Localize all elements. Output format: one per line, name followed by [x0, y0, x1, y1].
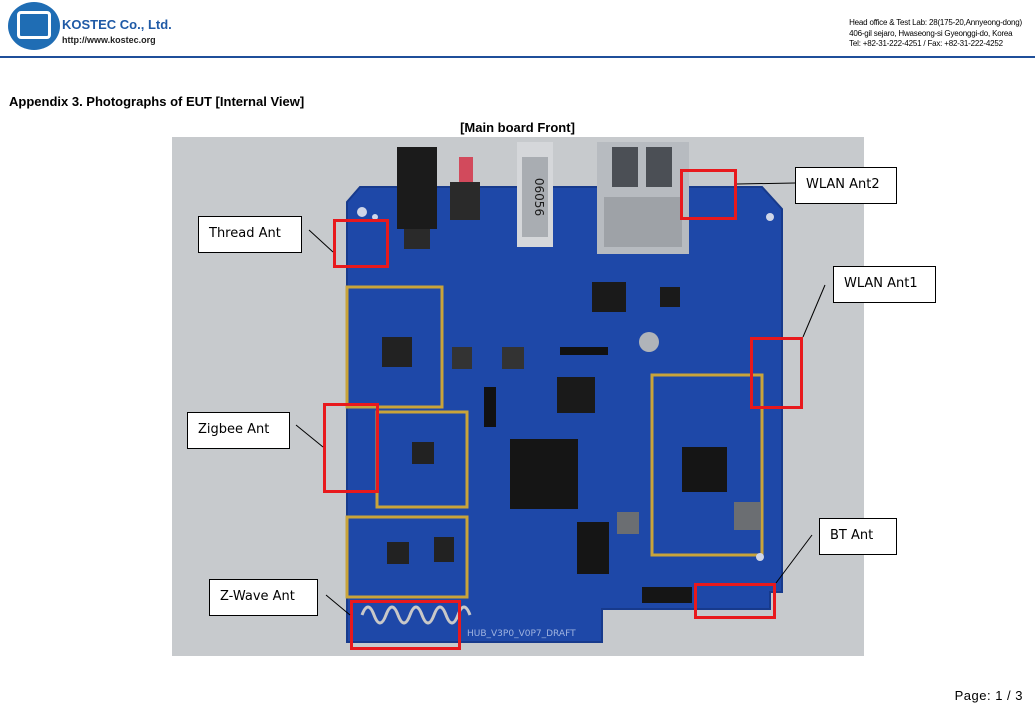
thread-ant-highlight — [333, 219, 389, 268]
bt-ant-highlight — [694, 583, 776, 619]
zigbee-ant-highlight — [323, 403, 379, 493]
photo-title: [Main board Front] — [460, 120, 575, 135]
contact-line: Tel: +82-31-222-4251 / Fax: +82-31-222-4… — [849, 39, 1003, 48]
address-line: Head office & Test Lab: 28(175-20,Annyeo… — [849, 18, 1022, 27]
address-block: Head office & Test Lab: 28(175-20,Annyeo… — [849, 18, 1022, 50]
zwave-ant-highlight — [350, 600, 461, 650]
address-line: 406-gil sejaro, Hwaseong-si Gyeonggi-do,… — [849, 28, 1013, 38]
bt-ant-label: BT Ant — [819, 518, 897, 555]
chip-marking: 06056 — [532, 178, 546, 216]
section-title: Appendix 3. Photographs of EUT [Internal… — [9, 94, 305, 109]
header-divider — [0, 56, 1035, 58]
wlan-ant1-highlight — [750, 337, 803, 409]
thread-ant-label: Thread Ant — [198, 216, 302, 253]
zigbee-ant-label: Zigbee Ant — [187, 412, 290, 449]
wlan-ant2-highlight — [680, 169, 737, 220]
wlan-ant1-label: WLAN Ant1 — [833, 266, 936, 303]
page-number: Page: 1 / 3 — [954, 688, 1023, 703]
company-url[interactable]: http://www.kostec.org — [62, 35, 156, 45]
company-name: KOSTEC Co., Ltd. — [62, 17, 172, 32]
zwave-ant-label: Z-Wave Ant — [209, 579, 318, 616]
board-silkscreen: HUB_V3P0_V0P7_DRAFT — [467, 629, 576, 639]
wlan-ant2-label: WLAN Ant2 — [795, 167, 897, 204]
kostec-logo — [8, 2, 60, 50]
